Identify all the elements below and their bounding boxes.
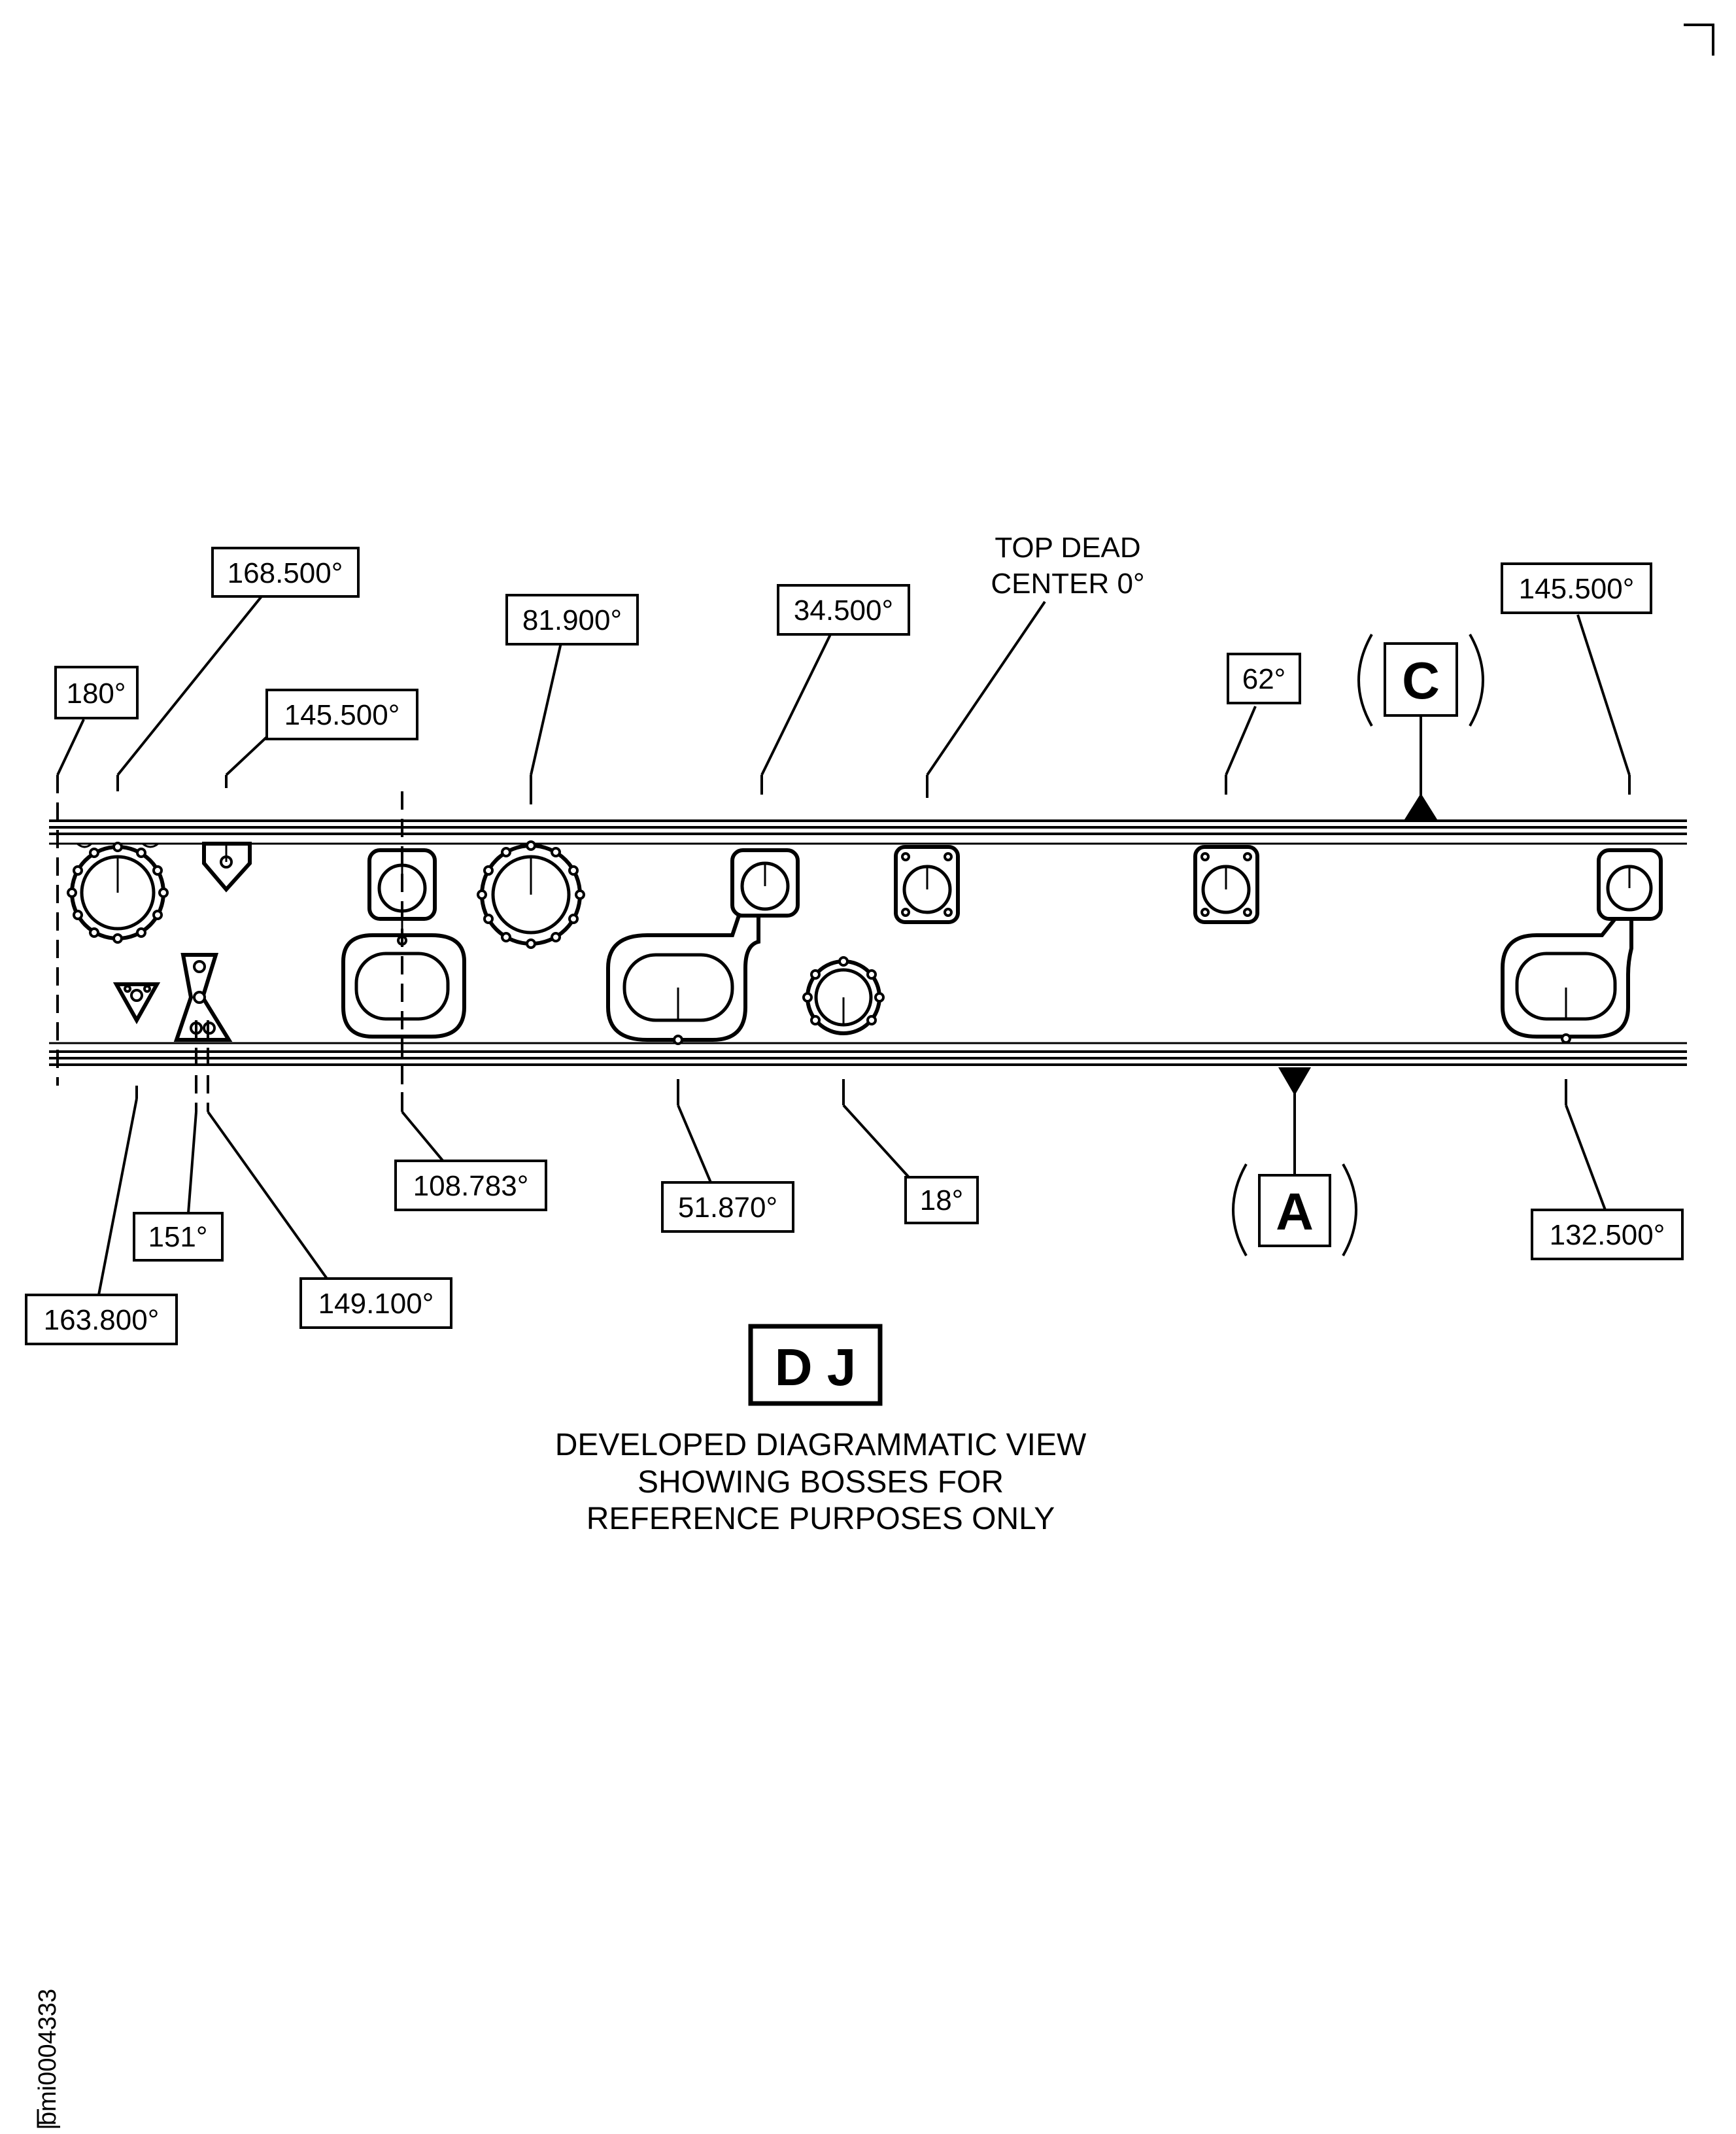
svg-text:145.500°: 145.500° bbox=[284, 699, 400, 731]
svg-text:34.500°: 34.500° bbox=[794, 594, 893, 627]
svg-text:180°: 180° bbox=[66, 678, 126, 710]
svg-text:168.500°: 168.500° bbox=[228, 557, 343, 589]
boss-62 bbox=[1193, 845, 1259, 924]
angle-label-108-783: 108.783° bbox=[394, 1160, 547, 1211]
view-ref-c: C bbox=[1357, 634, 1484, 819]
angle-label-62: 62° bbox=[1227, 653, 1301, 704]
svg-text:108.783°: 108.783° bbox=[413, 1170, 529, 1202]
svg-text:18°: 18° bbox=[920, 1184, 964, 1216]
boss-145-500-right bbox=[1597, 848, 1663, 921]
svg-text:151°: 151° bbox=[148, 1221, 207, 1253]
svg-text:132.500°: 132.500° bbox=[1550, 1219, 1665, 1251]
svg-text:REFERENCE PURPOSES ONLY: REFERENCE PURPOSES ONLY bbox=[587, 1502, 1055, 1536]
svg-text:D J: D J bbox=[775, 1338, 857, 1396]
view-ref-c-letter: C bbox=[1402, 651, 1440, 710]
svg-text:145.500°: 145.500° bbox=[1519, 573, 1635, 605]
angle-label-145-500-left: 145.500° bbox=[265, 689, 418, 740]
top-dead-center-label: TOP DEAD CENTER 0° bbox=[991, 532, 1144, 600]
boss-145-500-left bbox=[202, 842, 252, 893]
svg-text:163.800°: 163.800° bbox=[44, 1304, 160, 1336]
angle-label-145-500-right: 145.500° bbox=[1501, 562, 1652, 614]
angle-label-18: 18° bbox=[904, 1176, 979, 1224]
svg-text:SHOWING BOSSES FOR: SHOWING BOSSES FOR bbox=[638, 1465, 1004, 1500]
figure-id: bmi0004333 bbox=[34, 1989, 61, 2128]
svg-text:81.900°: 81.900° bbox=[522, 604, 622, 636]
angle-label-163-800: 163.800° bbox=[25, 1294, 178, 1345]
angle-label-51-870: 51.870° bbox=[661, 1181, 794, 1233]
svg-text:TOP DEAD: TOP DEAD bbox=[995, 532, 1140, 564]
leader-lines bbox=[56, 595, 1631, 1299]
boss-81-900 bbox=[477, 840, 585, 949]
corner-mark bbox=[1684, 24, 1714, 56]
angle-label-151: 151° bbox=[133, 1212, 224, 1262]
boss-51-870 bbox=[606, 914, 760, 1045]
svg-text:51.870°: 51.870° bbox=[678, 1192, 777, 1224]
boss-151-149-100 bbox=[173, 953, 233, 1112]
view-ref-a-letter: A bbox=[1276, 1182, 1314, 1241]
svg-text:149.100°: 149.100° bbox=[318, 1288, 434, 1320]
angle-label-180: 180° bbox=[54, 666, 139, 719]
lower-flange-rails bbox=[49, 1042, 1687, 1066]
svg-text:CENTER 0°: CENTER 0° bbox=[991, 568, 1144, 600]
svg-text:bmi0004333: bmi0004333 bbox=[34, 1989, 61, 2125]
angle-label-132-500: 132.500° bbox=[1531, 1209, 1684, 1260]
view-ref-a: A bbox=[1232, 1067, 1357, 1256]
boss-top-dead-center bbox=[894, 845, 960, 924]
angle-label-81-900: 81.900° bbox=[505, 594, 639, 645]
boss-18 bbox=[802, 956, 885, 1035]
angle-label-34-500: 34.500° bbox=[777, 584, 910, 636]
boss-168-500 bbox=[67, 842, 169, 944]
boss-132-500 bbox=[1501, 917, 1633, 1044]
boss-34-500 bbox=[730, 848, 800, 918]
svg-text:62°: 62° bbox=[1242, 663, 1286, 695]
diagram-note: DEVELOPED DIAGRAMMATIC VIEW SHOWING BOSS… bbox=[555, 1428, 1087, 1536]
boss-163-800 bbox=[112, 982, 161, 1025]
upper-flange-rails bbox=[49, 819, 1687, 845]
svg-text:DEVELOPED DIAGRAMMATIC VIEW: DEVELOPED DIAGRAMMATIC VIEW bbox=[555, 1428, 1087, 1462]
angle-label-168-500: 168.500° bbox=[211, 547, 360, 598]
boss-108-783 bbox=[341, 791, 466, 1115]
view-label-dj: D J bbox=[748, 1324, 883, 1406]
angle-label-149-100: 149.100° bbox=[299, 1277, 452, 1329]
